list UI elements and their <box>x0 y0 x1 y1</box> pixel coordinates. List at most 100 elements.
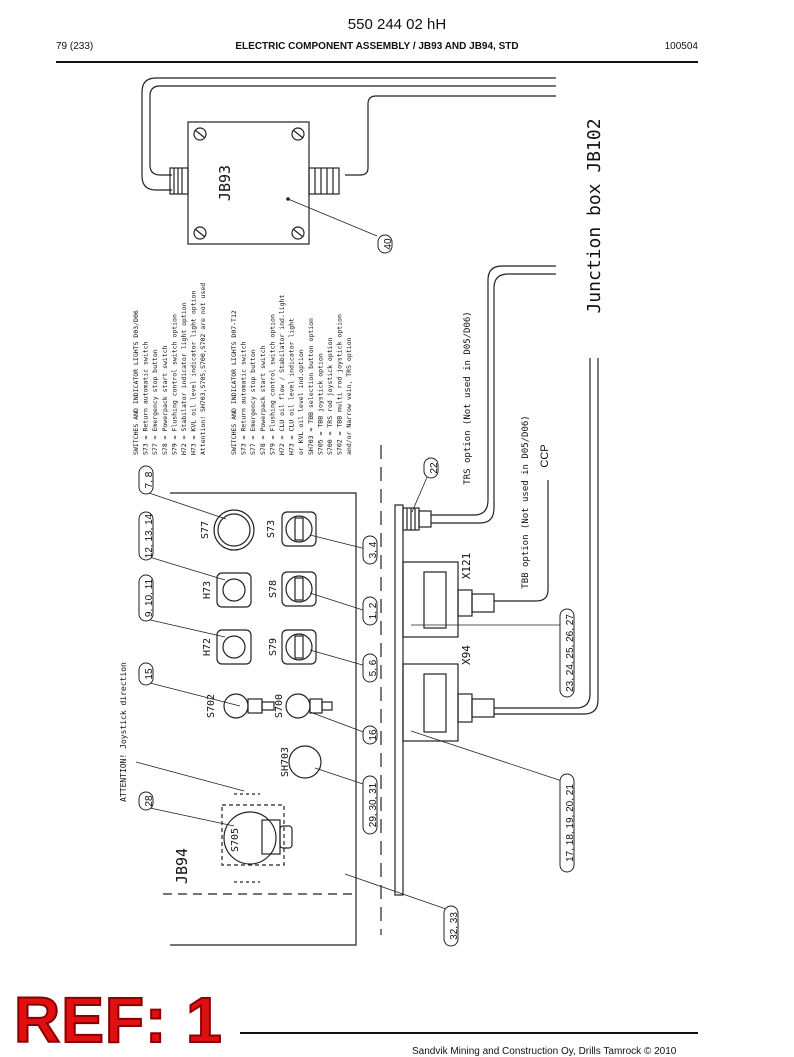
legend-d03-d06-line-3: S78 = Powerpack start switch <box>161 345 169 455</box>
label-sh703: SH703 <box>280 747 291 777</box>
ref-stamp: REF: 1 <box>13 984 223 1056</box>
legend-d07-t12-line-12: and/or Narrow vein, TRS option <box>345 338 353 455</box>
label-h73: H73 <box>202 581 213 599</box>
legend-d03-d06-line-1: S73 = Return automatic switch <box>142 341 150 455</box>
page-title: ELECTRIC COMPONENT ASSEMBLY / JB93 AND J… <box>235 41 519 52</box>
callout-23-27: 23, 24, 25, 26, 27 <box>565 614 576 692</box>
x94-connector <box>402 663 495 742</box>
callout-28-bubble <box>138 791 154 811</box>
legend-d07-t12-line-0: SWITCHES AND INDICATOR LIGHTS D07-T12 <box>230 310 238 455</box>
callout-7-8-bubble <box>138 465 154 495</box>
jb93-gland-left <box>169 167 189 195</box>
tbb-option-label: TBB option (Not used in D05/D06) <box>521 415 531 588</box>
s700-joystick <box>285 693 333 719</box>
ccp-label: CCP <box>539 444 551 467</box>
legend-d03-d06-line-2: S77 = Emergency stop button <box>151 349 159 455</box>
legend-d07-t12-line-3: S78 = Powerpack start switch <box>259 345 267 455</box>
s79-switch <box>281 629 317 665</box>
header-rule <box>56 61 698 63</box>
callout-32-33-bubble <box>443 905 459 947</box>
jb93-screw-tl <box>193 127 207 141</box>
x94-cable-b <box>494 358 599 715</box>
label-s705: S705 <box>230 828 241 852</box>
jb94-panel <box>170 492 357 946</box>
legend-d07-t12-line-8: SH703 = TBB selection button option <box>307 318 315 455</box>
jb93-cable-left-outer <box>141 77 556 191</box>
s705-joystick <box>221 793 293 883</box>
jb93-gland-right <box>308 167 340 195</box>
callout-3-4-bubble <box>362 535 378 565</box>
s73-switch <box>281 511 317 547</box>
callout-12-14: 12, 13, 14 <box>144 513 155 558</box>
legend-d07-t12-line-2: S77 = Emergency stop button <box>249 349 257 455</box>
sh703-button <box>288 745 322 779</box>
label-s78: S78 <box>268 580 279 598</box>
legend-d07-t12-line-6: H73 = CLU oil level indicator light <box>288 318 296 455</box>
label-s702: S702 <box>206 694 217 718</box>
legend-d07-t12-line-10: S700 = TRS rod joystick option <box>326 338 334 455</box>
date-code: 100504 <box>664 41 698 52</box>
callout-3-4: 3, 4 <box>368 541 379 558</box>
jb93-label: JB93 <box>216 165 234 201</box>
mounting-plate <box>394 504 404 896</box>
callout-17-21-bubble <box>559 773 575 873</box>
callout-1-2-bubble <box>362 596 378 626</box>
jb93-box <box>187 121 310 245</box>
s78-switch <box>281 571 317 607</box>
callout-28: 28 <box>144 795 155 807</box>
footer-rule <box>240 1032 698 1034</box>
label-s79: S79 <box>268 638 279 656</box>
callout-5-6-bubble <box>362 653 378 683</box>
s702-joystick <box>223 693 275 719</box>
label-s77: S77 <box>200 521 211 539</box>
callout-32-33: 32, 33 <box>449 912 460 940</box>
h72-light <box>216 629 252 665</box>
label-h72: H72 <box>202 638 213 656</box>
jb93-screw-bl <box>193 226 207 240</box>
callout-40-bubble <box>377 234 393 254</box>
trs-option-label: TRS option (Not used in D05/D06) <box>463 311 473 484</box>
legend-d07-t12-line-5: H72 = CLU oil flow / Stabilator ind.ligh… <box>278 294 286 455</box>
legend-d07-t12-line-4: S79 = Flushing control switch option <box>268 314 276 455</box>
label-x94: X94 <box>460 645 473 665</box>
document-number: 550 244 02 hH <box>347 16 447 33</box>
jb93-screw-br <box>291 226 305 240</box>
callout-7-8: 7, 8 <box>144 471 155 488</box>
legend-d03-d06-line-4: S79 = Flushing control switch option <box>170 314 178 455</box>
trs-cable-b <box>431 273 556 524</box>
page-number: 79 (233) <box>56 41 94 52</box>
jb93-cable-right <box>345 95 556 176</box>
junction-box-title: Junction box JB102 <box>584 118 605 313</box>
label-s700: S700 <box>274 694 285 718</box>
callout-9-11: 9, 10, 11 <box>144 578 155 617</box>
jb94-label: JB94 <box>173 848 191 884</box>
callout-12-14-bubble <box>138 511 154 561</box>
callout-9-11-bubble <box>138 574 154 622</box>
jb93-screw-tr <box>291 127 305 141</box>
callout-16: 16 <box>368 729 379 741</box>
legend-d03-d06-line-6: H73 = KVL oil level indicator light opti… <box>190 291 198 455</box>
callout-15: 15 <box>144 668 155 680</box>
callout-22: 22 <box>429 462 440 474</box>
callout-5-6: 5, 6 <box>368 659 379 676</box>
h73-light <box>216 572 252 608</box>
legend-d07-t12-line-7: or KVL oil level ind.option <box>297 349 305 455</box>
callout-29-31: 29, 30, 31 <box>368 782 379 827</box>
x94-cable <box>494 358 591 709</box>
trs-gland <box>402 507 432 531</box>
legend-d07-t12-line-1: S73 = Return automatic switch <box>240 341 248 455</box>
callout-22-bubble <box>423 457 439 479</box>
legend-d03-d06-line-0: SWITCHES AND INDICATOR LIGHTS D03/D06 <box>132 310 140 455</box>
trs-cable <box>431 265 556 516</box>
callout-16-bubble <box>362 725 378 745</box>
label-s73: S73 <box>266 520 277 538</box>
footer-copyright: Sandvik Mining and Construction Oy, Dril… <box>412 1046 677 1057</box>
s77-button <box>213 509 255 551</box>
label-x121: X121 <box>460 553 473 580</box>
callout-40: 40 <box>383 238 394 250</box>
legend-d03-d06-line-7: Attention! SH703,S705,S700,S702 are not … <box>199 283 207 455</box>
callout-17-21: 17, 18, 19, 20, 21 <box>565 784 576 862</box>
